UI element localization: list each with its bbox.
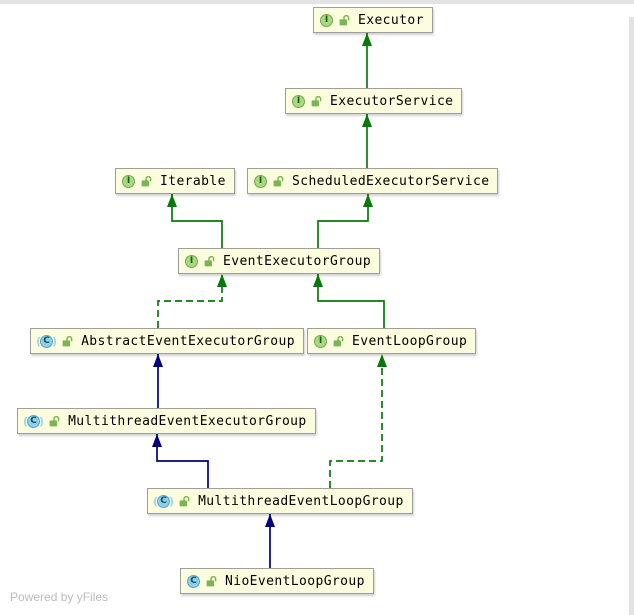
interface-icon: I xyxy=(254,174,267,188)
interface-icon: I xyxy=(185,254,198,268)
node-label: AbstractEventExecutorGroup xyxy=(81,333,295,349)
public-open-lock-icon xyxy=(206,575,218,587)
node-multithread-event-loop-group[interactable]: (C) MultithreadEventLoopGroup xyxy=(147,488,413,514)
public-open-lock-icon xyxy=(49,415,61,427)
public-open-lock-icon xyxy=(179,495,191,507)
node-label: EventExecutorGroup xyxy=(223,253,372,269)
public-open-lock-icon xyxy=(204,255,216,267)
edge-event-loop-group-extends-event-executor-group xyxy=(313,274,385,328)
public-open-lock-icon xyxy=(339,14,351,26)
edge-abstract-event-executor-group-implements-event-executor-group xyxy=(157,274,227,328)
node-nio-event-loop-group[interactable]: C NioEventLoopGroup xyxy=(180,568,374,594)
yfiles-watermark: Powered by yFiles xyxy=(10,590,109,604)
edge-event-executor-group-extends-scheduled-executor-service xyxy=(317,194,373,248)
node-label: Executor xyxy=(358,12,424,28)
node-label: NioEventLoopGroup xyxy=(225,573,365,589)
node-label: MultithreadEventExecutorGroup xyxy=(68,413,307,429)
node-label: MultithreadEventLoopGroup xyxy=(198,493,404,509)
node-multithread-event-executor-group[interactable]: (C) MultithreadEventExecutorGroup xyxy=(17,408,316,434)
abstract-class-icon: (C) xyxy=(153,494,175,508)
abstract-class-icon: (C) xyxy=(36,334,58,348)
node-label: ScheduledExecutorService xyxy=(292,173,490,189)
node-label: Iterable xyxy=(160,173,226,189)
edge-event-executor-group-extends-iterable xyxy=(167,194,223,248)
node-abstract-event-executor-group[interactable]: (C) AbstractEventExecutorGroup xyxy=(30,328,304,354)
public-open-lock-icon xyxy=(311,95,323,107)
node-label: ExecutorService xyxy=(330,93,454,109)
edge-multithread-event-loop-group-extends-multithread-event-executor-group xyxy=(152,434,209,488)
interface-icon: I xyxy=(314,334,327,348)
node-event-loop-group[interactable]: I EventLoopGroup xyxy=(307,328,477,354)
node-label: EventLoopGroup xyxy=(352,333,468,349)
public-open-lock-icon xyxy=(62,335,74,347)
public-open-lock-icon xyxy=(273,175,285,187)
top-border-strip xyxy=(0,0,634,4)
interface-icon: I xyxy=(292,94,305,108)
abstract-class-icon: (C) xyxy=(23,414,45,428)
public-open-lock-icon xyxy=(333,335,345,347)
node-scheduled-executor-service[interactable]: I ScheduledExecutorService xyxy=(247,168,499,194)
edge-multithread-event-loop-group-implements-event-loop-group xyxy=(329,354,387,488)
interface-icon: I xyxy=(320,13,333,27)
public-open-lock-icon xyxy=(141,175,153,187)
node-executor-service[interactable]: I ExecutorService xyxy=(285,88,463,114)
node-executor[interactable]: I Executor xyxy=(313,7,433,33)
interface-icon: I xyxy=(122,174,135,188)
node-iterable[interactable]: I Iterable xyxy=(115,168,235,194)
scrollbar-track[interactable] xyxy=(629,17,634,615)
node-event-executor-group[interactable]: I EventExecutorGroup xyxy=(178,248,381,274)
class-icon: C xyxy=(187,574,200,588)
